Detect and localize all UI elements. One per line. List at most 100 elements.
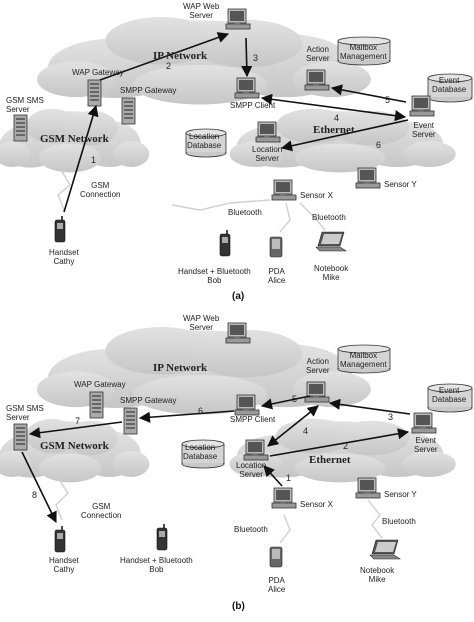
ip-network-label: IP Network [153,362,208,374]
bluetooth-label-2: Bluetooth [382,517,416,526]
mailbox-database [337,36,391,66]
event-server-label: Event Server [412,121,436,139]
gsm-sms-server-label: GSM SMS Server [6,96,44,114]
handset-cathy-label: Handset Cathy [49,248,79,266]
arrow-1 [263,465,283,487]
handset-bob-label: Handset + Bluetooth Bob [120,556,193,574]
arrow-7 [28,421,123,439]
gsm-connection-link [57,167,71,213]
gsm-network-cloud [0,418,150,483]
wap-web-server [225,322,251,344]
devices [13,8,473,568]
arrow-3 [241,37,253,78]
sensor-y-label: Sensor Y [384,490,417,499]
action-server [304,69,330,91]
event-database [427,73,473,103]
location-database [185,128,227,158]
sensor-x-label: Sensor X [300,191,333,200]
sensor-x [271,179,297,201]
arrow-5 [260,395,311,410]
event-database-label: Event Database [432,386,467,404]
bluetooth-label-1: Bluetooth [234,525,268,534]
gsm-sms-server [13,423,28,451]
gsm-connection-label: GSM Connection [81,502,122,520]
pda-alice [269,236,283,258]
gsm-network-label: GSM Network [40,440,109,452]
mailbox-label: Mailbox Management [340,43,387,61]
sensor-y-label: Sensor Y [384,180,417,189]
message-arrows [21,32,411,524]
ethernet-label: Ethernet [313,124,355,136]
step-1: 1 [286,473,292,483]
step-8: 8 [32,490,38,500]
step-4: 4 [303,426,309,436]
location-server-label: Location Server [252,145,283,163]
location-server [243,439,269,461]
wap-web-server [225,8,251,30]
handset-cathy [54,216,66,243]
step-1: 1 [91,155,97,165]
mike-bluetooth-link [367,499,383,539]
sensor-x-label: Sensor X [300,500,333,509]
wap-web-server-label: WAP Web Server [183,2,220,20]
wap-gateway [87,79,102,107]
smpp-client [234,77,260,99]
step-4: 4 [334,113,340,123]
step-5: 5 [385,95,391,105]
location-database-label: Location Database [187,132,222,150]
alice-bluetooth-link [279,514,291,544]
mike-bluetooth-link [299,202,326,231]
arrow-1 [63,104,99,213]
arrow-3 [328,398,411,415]
arrow-2 [269,428,410,457]
mailbox-database [337,344,391,374]
arrow-2 [99,32,230,81]
step-3: 3 [388,412,394,422]
location-database [181,439,225,469]
action-server-label: Action Server [306,357,330,375]
bluetooth-label-1: Bluetooth [228,208,262,217]
gsm-sms-server-label: GSM SMS Server [6,404,44,422]
wireless-links [55,167,383,544]
wap-gateway-label: WAP Gateway [72,68,124,77]
panel-caption-a: (a) [232,291,245,302]
location-server [255,121,281,143]
arrow-4 [267,405,319,447]
ip-network-label: IP Network [153,50,208,62]
pda-alice [269,546,283,568]
step-7: 7 [75,416,81,426]
location-server-label: Location Server [236,461,267,479]
gsm-network-label: GSM Network [40,133,109,145]
step-2: 2 [166,61,172,71]
arrow-6 [138,410,235,423]
handset-cathy-label: Handset Cathy [49,556,79,574]
sensor-y [355,477,381,499]
arrow-4 [260,93,407,122]
pda-alice-label: PDA Alice [268,267,286,285]
smpp-client-label: SMPP Client [230,415,276,424]
step-6: 6 [198,406,204,416]
handset-bob [156,524,168,551]
sensor-y [355,167,381,189]
step-5: 5 [292,394,298,404]
smpp-client-label: SMPP Client [230,101,276,110]
gsm-network-cloud [0,108,150,173]
wap-gateway-label: WAP Gateway [74,380,126,389]
event-server [411,412,437,434]
handset-bob [219,230,231,257]
wap-gateway [89,391,104,419]
bob-bluetooth-link [171,199,271,211]
arrow-8 [21,451,57,524]
wap-web-server-label: WAP Web Server [183,314,220,332]
arrow-5 [330,84,407,103]
smpp-gateway [123,407,138,435]
action-server [304,381,330,403]
gsm-connection-label: GSM Connection [80,181,121,199]
gsm-connection-link [55,477,69,521]
pda-alice-label: PDA Alice [268,576,286,594]
panel-caption-b: (b) [232,601,245,612]
arrow-6 [280,119,409,152]
mailbox-label: Mailbox Management [340,351,387,369]
